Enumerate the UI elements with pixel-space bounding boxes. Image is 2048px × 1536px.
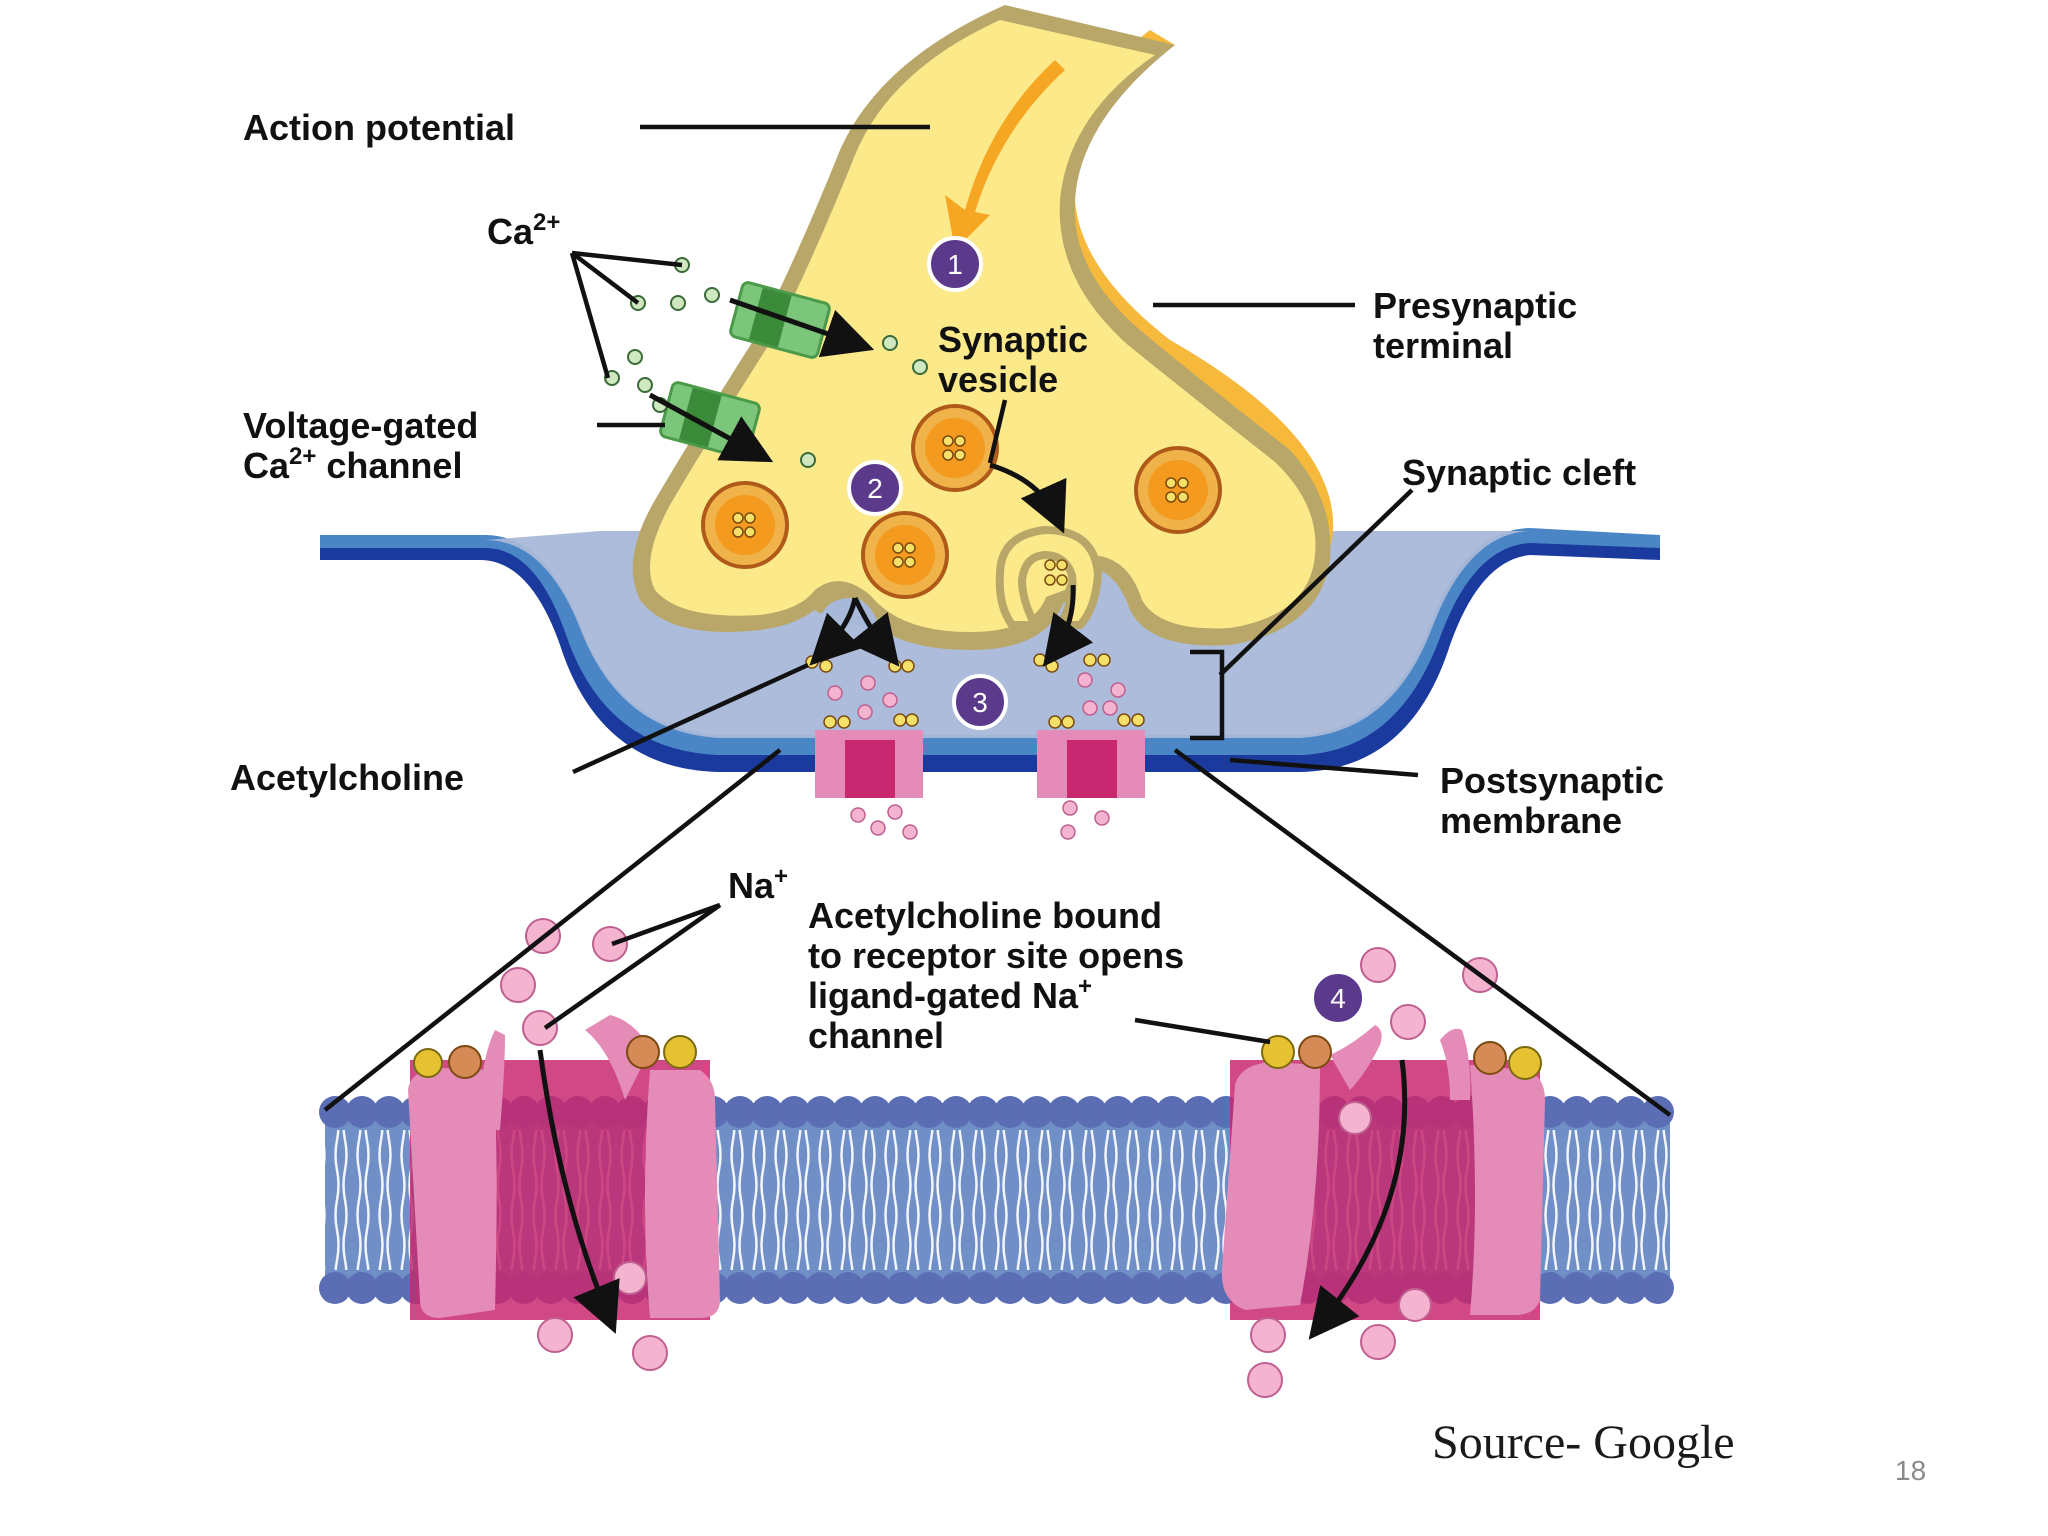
lipid-head <box>832 1272 864 1304</box>
lipid-head <box>319 1272 351 1304</box>
lipid-head <box>1075 1272 1107 1304</box>
lipid-head <box>1129 1096 1161 1128</box>
ach-bound-label-line4: channel <box>808 1015 944 1056</box>
lipid-head <box>967 1096 999 1128</box>
lipid-head <box>1048 1096 1080 1128</box>
ligand-gated-receptor-icon <box>1037 730 1145 798</box>
lipid-head <box>886 1096 918 1128</box>
step-badge-4: 4 <box>1310 970 1366 1026</box>
lipid-head <box>1102 1272 1134 1304</box>
page-number: 18 <box>1895 1455 1926 1486</box>
lipid-head <box>1075 1096 1107 1128</box>
lipid-head <box>994 1096 1026 1128</box>
lipid-head <box>859 1096 891 1128</box>
lipid-head <box>319 1096 351 1128</box>
postsynaptic-membrane-label-line2: membrane <box>1440 800 1622 841</box>
lipid-head <box>859 1272 891 1304</box>
postsynaptic-membrane-label-line1: Postsynaptic <box>1440 760 1664 801</box>
lipid-head <box>778 1272 810 1304</box>
synaptic-vesicle-icon <box>911 404 999 492</box>
lipid-head <box>1588 1272 1620 1304</box>
lipid-head <box>1561 1272 1593 1304</box>
lipid-head <box>940 1272 972 1304</box>
lipid-head <box>805 1272 837 1304</box>
lipid-head <box>1642 1096 1674 1128</box>
lipid-head <box>1048 1272 1080 1304</box>
voltage-gated-channel-label-line1: Voltage-gated <box>243 405 478 446</box>
lipid-head <box>346 1272 378 1304</box>
synaptic-vesicle-icon <box>701 481 789 569</box>
ach-bound-label-line1: Acetylcholine bound <box>808 895 1162 936</box>
lipid-head <box>373 1272 405 1304</box>
synaptic-cleft-label: Synaptic cleft <box>1402 452 1636 493</box>
synaptic-vesicle-label-line1: Synaptic <box>938 319 1088 360</box>
svg-text:1: 1 <box>947 249 963 280</box>
lipid-head <box>751 1096 783 1128</box>
lipid-head <box>751 1272 783 1304</box>
presynaptic-terminal-label-line1: Presynaptic <box>1373 285 1577 326</box>
lipid-head <box>1642 1272 1674 1304</box>
lipid-head <box>1183 1096 1215 1128</box>
lipid-head <box>994 1272 1026 1304</box>
lipid-head <box>1561 1096 1593 1128</box>
source-caption: Source- Google <box>1432 1416 1735 1469</box>
lipid-head <box>346 1096 378 1128</box>
lipid-head <box>832 1096 864 1128</box>
lipid-head <box>913 1272 945 1304</box>
lipid-head <box>1156 1272 1188 1304</box>
lipid-head <box>778 1096 810 1128</box>
voltage-gated-channel-icon <box>729 281 831 359</box>
sodium-ion-label: Na+ <box>728 863 788 906</box>
lipid-head <box>724 1096 756 1128</box>
lipid-head <box>1156 1096 1188 1128</box>
step-badge-1: 1 <box>927 236 983 292</box>
ach-bound-label-line3: ligand-gated Na+ <box>808 973 1092 1016</box>
lipid-head <box>967 1272 999 1304</box>
lipid-head <box>1021 1272 1053 1304</box>
svg-text:2: 2 <box>867 473 883 504</box>
ach-bound-label-line2: to receptor site opens <box>808 935 1184 976</box>
step-badge-2: 2 <box>847 460 903 516</box>
sodium-ions-small <box>850 800 1110 840</box>
lipid-head <box>1615 1272 1647 1304</box>
lipid-head <box>1129 1272 1161 1304</box>
step-badge-3: 3 <box>952 674 1008 730</box>
ligand-gated-receptor-icon <box>815 730 923 798</box>
synaptic-vesicle-icon <box>1134 446 1222 534</box>
voltage-gated-channel-label-line2: Ca2+ channel <box>243 443 462 486</box>
lipid-head <box>886 1272 918 1304</box>
acetylcholine-label: Acetylcholine <box>230 757 464 798</box>
lipid-head <box>1183 1272 1215 1304</box>
lipid-head <box>1588 1096 1620 1128</box>
presynaptic-terminal-label-line2: terminal <box>1373 325 1513 366</box>
lipid-head <box>724 1272 756 1304</box>
lipid-head <box>1102 1096 1134 1128</box>
lipid-head <box>1615 1096 1647 1128</box>
calcium-ion-label: Ca2+ <box>487 209 560 252</box>
synaptic-vesicles <box>701 404 1222 599</box>
action-potential-arrow <box>945 60 1065 250</box>
synaptic-vesicle-icon <box>861 511 949 599</box>
lipid-head <box>913 1096 945 1128</box>
lipid-head <box>940 1096 972 1128</box>
lipid-head <box>805 1096 837 1128</box>
lipid-head <box>1021 1096 1053 1128</box>
action-potential-label: Action potential <box>243 107 515 148</box>
ligand-gated-receptor-icon <box>408 1015 720 1320</box>
lipid-head <box>1534 1272 1566 1304</box>
lipid-head <box>373 1096 405 1128</box>
svg-text:3: 3 <box>972 687 988 718</box>
synaptic-vesicle-label-line2: vesicle <box>938 359 1058 400</box>
svg-text:4: 4 <box>1330 983 1346 1014</box>
ligand-gated-receptor-icon <box>1221 1025 1545 1322</box>
